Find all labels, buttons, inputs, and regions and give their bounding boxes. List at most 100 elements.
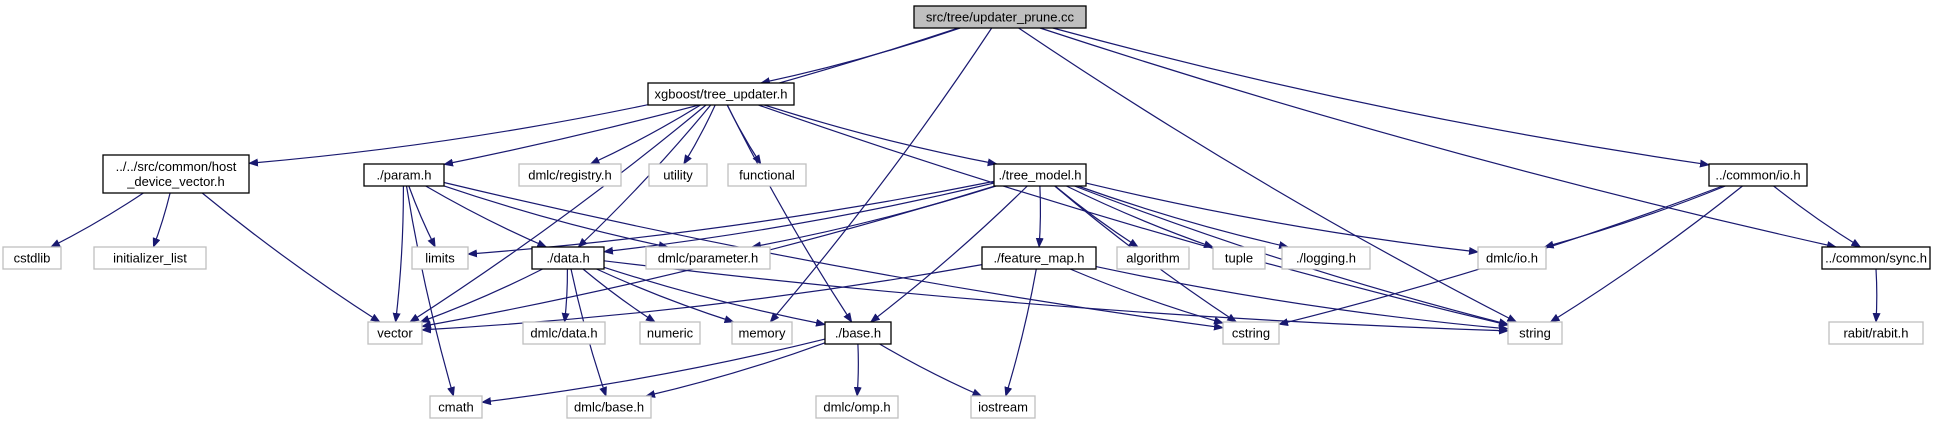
edge-path — [853, 343, 862, 397]
node-box — [727, 163, 807, 187]
node-label: tuple — [1225, 251, 1253, 266]
node-omp: dmlc/omp.h — [815, 395, 899, 419]
node-param[interactable]: ./param.h — [363, 163, 445, 187]
edge-fm-to-vector — [421, 264, 983, 334]
node-box — [970, 395, 1036, 419]
node-label: string — [1519, 326, 1551, 341]
edge-root-to-cio — [1052, 27, 1710, 168]
edge-fm-to-iostream — [1004, 268, 1037, 397]
node-label: ../common/sync.h — [1825, 251, 1927, 266]
node-box — [1281, 246, 1371, 270]
edge-tu-to-base — [726, 104, 853, 323]
node-limits: limits — [411, 246, 469, 270]
edge-path — [392, 185, 405, 323]
edge-tm-to-algo — [1054, 185, 1139, 248]
edge-path — [764, 104, 998, 167]
edge-tu-to-tm — [764, 104, 998, 167]
edge-path — [1872, 268, 1881, 323]
node-hdv[interactable]: ../../src/common/host_device_vector.h — [102, 154, 250, 194]
edge-tu-to-util — [683, 104, 716, 165]
edge-path — [589, 104, 701, 165]
edge-param-to-cstring — [443, 181, 1224, 331]
edge-cio-to-string — [1549, 185, 1743, 323]
node-box — [531, 246, 605, 270]
edge-path — [869, 185, 1028, 323]
edge-path — [603, 266, 826, 327]
edge-data-to-string — [603, 260, 1509, 335]
node-sync[interactable]: ../common/sync.h — [1821, 246, 1931, 270]
edge-path — [408, 185, 436, 248]
edge-data-to-vector — [419, 268, 543, 323]
node-label: ../common/io.h — [1715, 168, 1800, 183]
node-rabit: rabit/rabit.h — [1828, 321, 1924, 345]
edge-param-to-vector — [392, 185, 405, 323]
edge-path — [1052, 27, 1710, 168]
node-box — [102, 154, 250, 194]
edge-path — [421, 264, 983, 334]
node-box — [411, 246, 469, 270]
node-label: utility — [663, 168, 693, 183]
node-label: ./logging.h — [1296, 251, 1356, 266]
edge-param-to-dparam — [443, 185, 669, 250]
node-label: memory — [739, 326, 786, 341]
edge-path — [1069, 268, 1224, 325]
edge-data-to-memory — [596, 268, 735, 324]
edge-path — [603, 182, 995, 255]
edge-path — [561, 268, 570, 323]
edge-path — [1066, 185, 1214, 249]
node-base[interactable]: ./base.h — [824, 321, 892, 345]
node-data[interactable]: ./data.h — [531, 246, 605, 270]
edge-hdv-to-vector — [201, 192, 381, 323]
node-label: ./data.h — [546, 251, 589, 266]
node-label: initializer_list — [113, 251, 187, 266]
node-box — [981, 246, 1097, 270]
node-label: xgboost/tree_updater.h — [655, 87, 788, 102]
edge-path — [596, 268, 735, 324]
node-label: cstdlib — [14, 251, 51, 266]
node-label: ./feature_map.h — [993, 251, 1084, 266]
edge-path — [1035, 185, 1044, 248]
node-label: _device_vector.h — [126, 174, 225, 189]
node-cio[interactable]: ../common/io.h — [1708, 163, 1808, 187]
node-box — [993, 163, 1087, 187]
node-tm[interactable]: ./tree_model.h — [993, 163, 1087, 187]
node-box — [1477, 246, 1547, 270]
edge-path — [645, 342, 826, 398]
node-ddata: dmlc/data.h — [522, 321, 606, 345]
node-box — [1821, 246, 1931, 270]
edge-path — [409, 104, 707, 323]
node-dparam: dmlc/parameter.h — [645, 246, 771, 270]
node-root[interactable]: src/tree/updater_prune.cc — [913, 5, 1087, 29]
edge-tm-to-data — [603, 182, 995, 255]
node-label: src/tree/updater_prune.cc — [926, 10, 1075, 25]
node-box — [93, 246, 207, 270]
node-box — [824, 321, 892, 345]
node-label: vector — [377, 326, 413, 341]
node-box — [522, 321, 606, 345]
edge-data-to-ddata — [561, 268, 570, 323]
edge-tu-to-vector — [409, 104, 707, 323]
node-algo: algorithm — [1116, 246, 1190, 270]
edge-hdv-to-il — [152, 192, 171, 248]
node-cstdlib: cstdlib — [2, 246, 62, 270]
node-label: rabit/rabit.h — [1843, 326, 1908, 341]
node-label: dmlc/registry.h — [528, 168, 612, 183]
node-iostream: iostream — [970, 395, 1036, 419]
node-tuple: tuple — [1212, 246, 1266, 270]
node-cstring: cstring — [1222, 321, 1280, 345]
edge-root-to-string — [1018, 27, 1518, 323]
edge-hdv-to-cstdlib — [50, 192, 144, 248]
edge-path — [50, 192, 144, 248]
edge-path — [425, 185, 548, 248]
node-box — [1507, 321, 1563, 345]
node-label: limits — [425, 251, 455, 266]
edge-tu-to-reg — [589, 104, 701, 165]
node-tu[interactable]: xgboost/tree_updater.h — [647, 82, 795, 106]
node-fm[interactable]: ./feature_map.h — [981, 246, 1097, 270]
edge-path — [1549, 185, 1743, 323]
edge-path — [726, 104, 853, 323]
node-box — [913, 5, 1087, 29]
node-box — [731, 321, 793, 345]
edge-layer — [50, 27, 1881, 406]
edge-param-to-cmath — [405, 185, 455, 397]
